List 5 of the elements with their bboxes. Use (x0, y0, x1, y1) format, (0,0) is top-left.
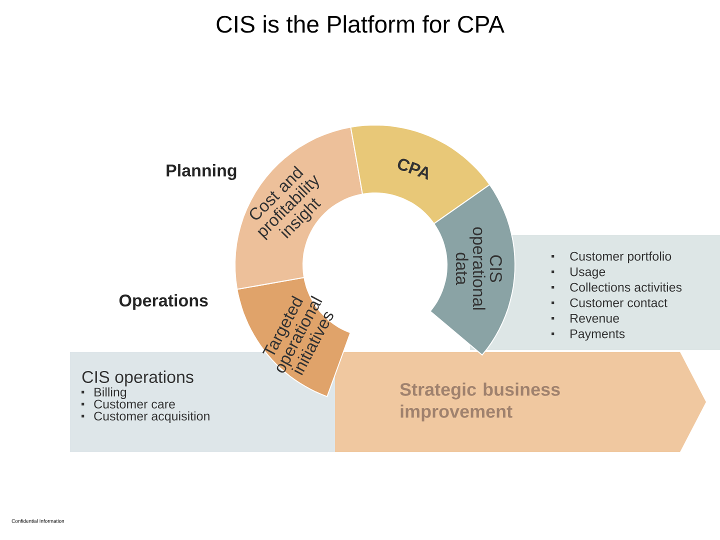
arrow-band: Strategic business improvement (335, 352, 706, 452)
section-label: Planning (166, 164, 236, 180)
section-label: Operations (119, 294, 208, 310)
ring-segment: CPA (350, 124, 490, 224)
title: CIS is the Platform for CPA (216, 15, 504, 33)
